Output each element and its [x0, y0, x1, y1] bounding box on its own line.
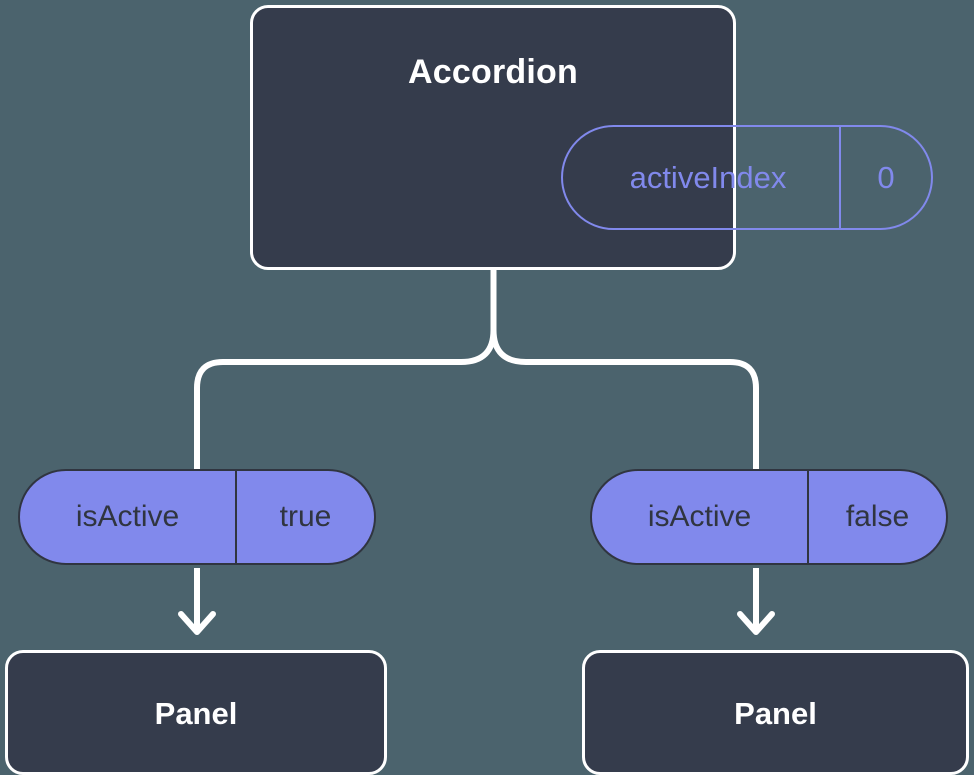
accordion-component-card[interactable]: Accordion activeIndex 0	[250, 5, 933, 270]
prop-pill-isactive-left[interactable]: isActive true	[18, 469, 376, 565]
panel-title-left: Panel	[154, 696, 238, 731]
connector-to-right-pill	[490, 327, 759, 472]
prop-pill-isactive-right-value: false	[807, 471, 946, 563]
prop-pill-isactive-left-value: true	[235, 471, 374, 563]
arrow-head-right	[737, 611, 775, 635]
state-pill-activeindex-key: activeIndex	[629, 159, 787, 195]
panel-component-card-right[interactable]: Panel	[582, 650, 969, 775]
panel-component-card-left[interactable]: Panel	[5, 650, 387, 775]
accordion-title: Accordion	[408, 53, 578, 91]
prop-pill-isactive-right[interactable]: isActive false	[590, 469, 948, 565]
prop-pill-isactive-left-key: isActive	[75, 500, 180, 533]
prop-pill-isactive-right-key: isActive	[647, 500, 752, 533]
state-pill-activeindex[interactable]: activeIndex 0	[561, 125, 933, 230]
arrow-head-left	[178, 611, 216, 635]
connector-to-left-pill	[194, 327, 497, 472]
state-pill-activeindex-value: 0	[839, 127, 931, 228]
panel-title-right: Panel	[734, 696, 817, 731]
